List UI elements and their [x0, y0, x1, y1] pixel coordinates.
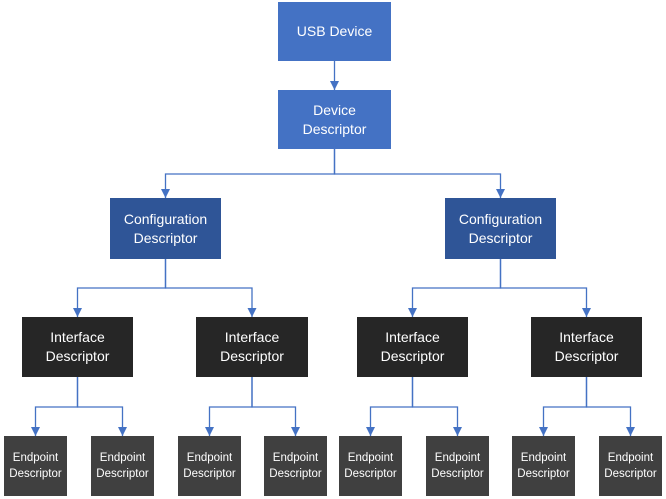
connector-arrow-2 — [160, 149, 336, 198]
endpoint-descriptor-label: Endpoint Descriptor — [9, 451, 62, 480]
interface-descriptor-node-2: Interface Descriptor — [196, 317, 308, 377]
endpoint-descriptor-node-2: Endpoint Descriptor — [91, 436, 154, 496]
endpoint-descriptor-node-3: Endpoint Descriptor — [178, 436, 241, 496]
connector-arrow-11 — [251, 377, 301, 436]
connector-arrow-14 — [538, 377, 588, 436]
connector-arrow-6 — [407, 259, 502, 317]
endpoint-descriptor-label: Endpoint Descriptor — [96, 451, 149, 480]
connector-arrow-12 — [365, 377, 414, 436]
endpoint-descriptor-label: Endpoint Descriptor — [344, 451, 397, 480]
connector-arrow-15 — [585, 377, 636, 436]
interface-descriptor-label: Interface Descriptor — [554, 329, 619, 364]
endpoint-descriptor-label: Endpoint Descriptor — [183, 451, 236, 480]
connector-arrow-10 — [204, 377, 253, 436]
connector-arrow-7 — [499, 259, 592, 317]
endpoint-descriptor-node-4: Endpoint Descriptor — [264, 436, 327, 496]
connector-arrow-5 — [164, 259, 257, 317]
interface-descriptor-label: Interface Descriptor — [45, 329, 110, 364]
endpoint-descriptor-label: Endpoint Descriptor — [517, 451, 570, 480]
device-descriptor-label: Device Descriptor — [302, 101, 367, 137]
usb-device-node: USB Device — [278, 2, 391, 61]
endpoint-descriptor-node-8: Endpoint Descriptor — [599, 436, 662, 496]
connector-arrow-9 — [76, 377, 128, 436]
endpoint-descriptor-node-5: Endpoint Descriptor — [339, 436, 402, 496]
connector-arrow-3 — [333, 149, 506, 198]
configuration-descriptor-label: Configuration Descriptor — [123, 210, 208, 246]
interface-descriptor-label: Interface Descriptor — [380, 329, 445, 364]
configuration-descriptor-node-1: Configuration Descriptor — [110, 198, 221, 259]
endpoint-descriptor-label: Endpoint Descriptor — [269, 451, 322, 480]
interface-descriptor-node-1: Interface Descriptor — [22, 317, 133, 377]
device-descriptor-node: Device Descriptor — [278, 90, 391, 149]
endpoint-descriptor-node-1: Endpoint Descriptor — [4, 436, 67, 496]
configuration-descriptor-node-2: Configuration Descriptor — [445, 198, 556, 259]
connector-arrow-13 — [411, 377, 463, 436]
connector-arrow-8 — [30, 377, 79, 436]
endpoint-descriptor-label: Endpoint Descriptor — [604, 451, 657, 480]
endpoint-descriptor-node-7: Endpoint Descriptor — [512, 436, 575, 496]
interface-descriptor-node-4: Interface Descriptor — [531, 317, 642, 377]
connector-arrow-4 — [72, 259, 167, 317]
usb-device-label: USB Device — [296, 23, 373, 40]
endpoint-descriptor-label: Endpoint Descriptor — [431, 451, 484, 480]
interface-descriptor-label: Interface Descriptor — [220, 329, 284, 364]
endpoint-descriptor-node-6: Endpoint Descriptor — [426, 436, 489, 496]
interface-descriptor-node-3: Interface Descriptor — [357, 317, 468, 377]
configuration-descriptor-label: Configuration Descriptor — [458, 210, 543, 246]
